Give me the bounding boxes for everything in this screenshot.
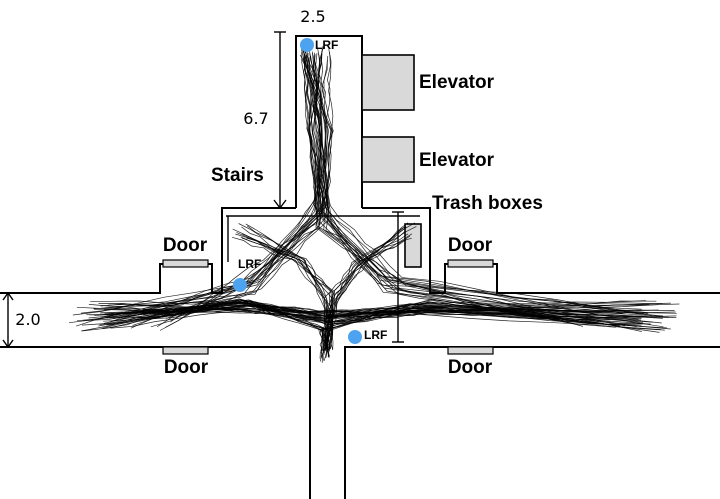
trajectory-path	[312, 53, 626, 327]
trajectory-path	[235, 233, 334, 352]
lrf-marker-right	[348, 330, 362, 344]
lower-left-wall	[0, 346, 311, 499]
dimension-top-width-label: 2.5	[300, 7, 325, 26]
trajectory-path	[76, 53, 329, 327]
lrf-marker-top	[300, 38, 314, 52]
trajectory-path	[238, 223, 328, 352]
trajectory-path	[159, 53, 323, 331]
elevator-top-label: Elevator	[419, 72, 495, 93]
trajectory-path	[304, 56, 576, 325]
upper-left-door-alcove	[0, 263, 213, 294]
trajectory-path	[132, 55, 329, 326]
trash-box-rect	[404, 223, 422, 268]
trajectory-path	[110, 57, 319, 323]
door-panel-lower-right	[447, 346, 494, 355]
trajectory-path	[101, 53, 324, 320]
trajectory-path	[93, 48, 326, 310]
lrf-left-label: LRF	[238, 257, 261, 271]
trajectory-path	[236, 232, 335, 352]
trajectory-path	[326, 226, 417, 350]
door-lower-left-label: Door	[164, 357, 209, 378]
upper-right-door-alcove	[444, 263, 720, 294]
trajectory-path	[81, 52, 328, 314]
elevator-top-box	[361, 54, 415, 111]
lrf-top-label: LRF	[315, 38, 338, 52]
dimension-6-7-arrow	[273, 199, 287, 210]
lrf-marker-left	[233, 278, 247, 292]
elevator-bottom-label: Elevator	[419, 150, 495, 171]
trajectory-path	[68, 57, 328, 324]
trajectory-path	[88, 301, 642, 326]
trajectory-path	[305, 46, 639, 320]
trash-boxes-label: Trash boxes	[432, 193, 543, 214]
walls	[0, 35, 720, 499]
door-lower-right-label: Door	[448, 357, 493, 378]
door-upper-right-label: Door	[448, 235, 493, 256]
trajectory-path	[157, 51, 324, 327]
trajectory-path	[327, 235, 411, 351]
lower-right-wall	[344, 346, 720, 499]
elevator-bottom-box	[361, 136, 415, 183]
trajectory-path	[72, 45, 325, 316]
door-panel-upper-left	[162, 259, 209, 268]
trajectory-path	[324, 225, 407, 350]
top-corridor-left-wall	[295, 35, 363, 208]
pedestrian-trajectories	[68, 45, 680, 363]
dimension-2-0-arrow-bottom	[2, 339, 14, 349]
stairs-label: Stairs	[211, 165, 264, 186]
lrf-right-label: LRF	[364, 328, 387, 342]
trajectory-path	[330, 222, 409, 349]
door-upper-left-label: Door	[163, 235, 208, 256]
door-panel-lower-left	[162, 346, 209, 355]
trajectory-path	[245, 223, 328, 352]
trajectory-path	[151, 54, 328, 314]
trajectory-path	[320, 303, 589, 363]
dimension-main-width-label: 2.0	[15, 310, 40, 329]
trajectory-path	[301, 59, 558, 320]
door-panel-upper-right	[447, 259, 494, 268]
trajectory-path	[300, 45, 584, 327]
dimension-2-0-arrow-top	[2, 291, 14, 301]
trajectory-path	[320, 57, 644, 324]
dimension-top-length-label: 6.7	[243, 109, 268, 128]
hall-left-wall	[212, 207, 296, 294]
trajectory-path	[242, 233, 334, 352]
